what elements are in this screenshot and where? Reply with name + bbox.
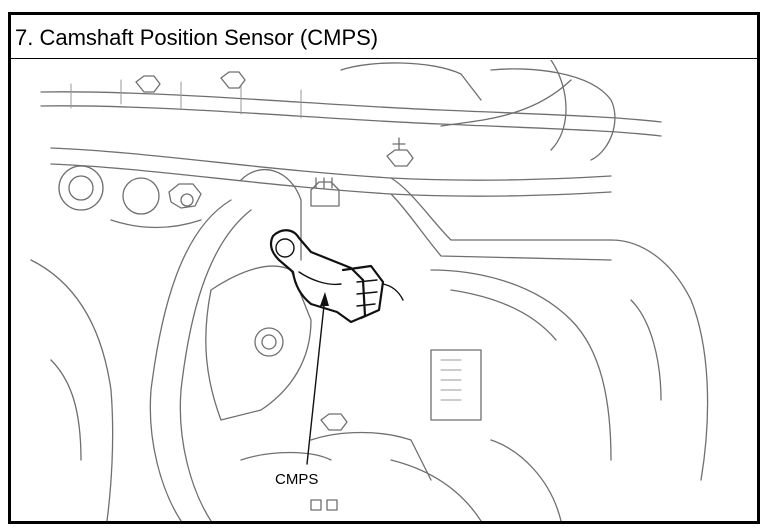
lower-components: [240, 413, 562, 521]
left-bolts: [58, 165, 202, 229]
engine-line-drawing: CMPS: [30, 60, 709, 521]
left-hose: [30, 199, 252, 521]
page-title: 7. Camshaft Position Sensor (CMPS): [15, 25, 379, 50]
cmps-leader-line: [306, 295, 326, 465]
upper-right-bolt: [386, 137, 414, 167]
upper-rail: [40, 60, 662, 161]
cmps-sensor: [269, 229, 404, 324]
figure-frame: 7. Camshaft Position Sensor (CMPS): [8, 12, 760, 524]
cmps-leader-arrowhead: [320, 292, 329, 306]
mounting-bracket: [205, 169, 340, 421]
engine-illustration: CMPS: [11, 60, 757, 521]
cmps-callout-label: CMPS: [275, 471, 318, 488]
right-housing: [430, 239, 709, 481]
title-bar: 7. Camshaft Position Sensor (CMPS): [11, 15, 757, 59]
coolant-tube: [50, 147, 612, 261]
